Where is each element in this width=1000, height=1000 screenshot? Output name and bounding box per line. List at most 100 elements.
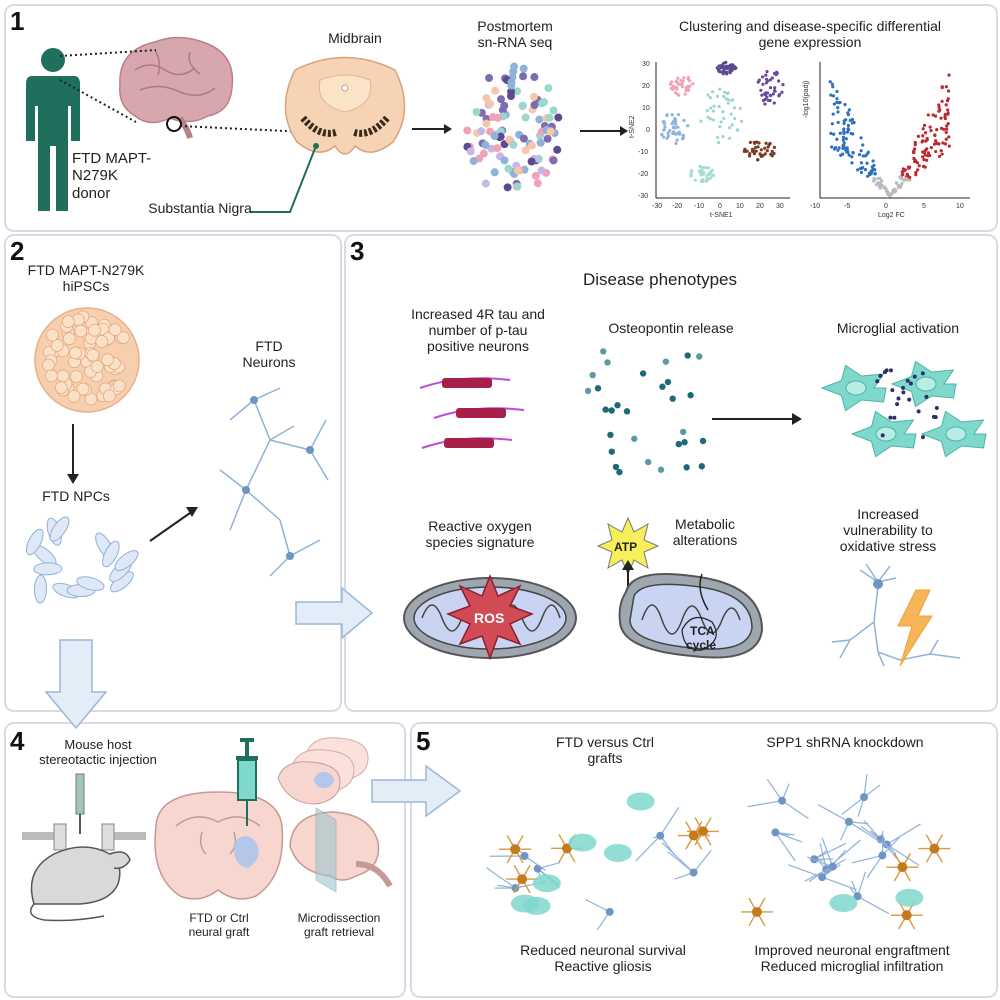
nucleus-dot [479, 149, 488, 158]
neurite [279, 519, 291, 557]
neurite [269, 439, 311, 451]
osteopontin-dot [664, 378, 672, 386]
ipsc-cell [76, 382, 90, 396]
volcano-dot [831, 85, 835, 89]
tsne-dot [712, 104, 716, 108]
volcano-dot [845, 148, 849, 152]
volcano-dot [887, 193, 892, 197]
volcano-dot [923, 131, 928, 135]
nucleus-dot [485, 73, 494, 82]
volcano-dot [837, 146, 841, 150]
nucleus-dot [519, 72, 528, 81]
npc-cell [49, 516, 70, 542]
nucleus-dot [536, 138, 545, 147]
microglia-cell [568, 833, 597, 852]
neurite [886, 843, 920, 866]
tsne-plot: -30 -20 -10 0 10 20 30 30 20 10 0 -10 -2… [629, 60, 790, 219]
nucleus-dot [535, 115, 544, 124]
tsne-dot [676, 92, 680, 96]
tsne-dot [673, 116, 677, 121]
tsne-dot [675, 138, 679, 142]
engulfed-particle [884, 368, 889, 373]
tsne-dot [709, 106, 713, 110]
tsne-dot [670, 113, 674, 117]
volcano-dot [937, 103, 941, 107]
tsne-dot [706, 93, 710, 97]
volcano-dot [859, 149, 863, 153]
tsne-dot [780, 90, 784, 94]
neuron-soma [286, 552, 294, 560]
volcano-dot [941, 141, 945, 145]
osteopontin-dot [662, 358, 670, 365]
astrocyte-soma [698, 826, 709, 837]
ipsc-cell [62, 332, 76, 345]
volcano-xtick: 5 [922, 203, 926, 210]
nucleus-dot [545, 113, 554, 122]
volcano-dot [842, 141, 846, 145]
volcano-dot [916, 134, 920, 138]
tsne-dot [689, 170, 693, 174]
volcano-dot [944, 137, 948, 141]
volcano-dot [905, 172, 909, 176]
engulfed-particle [896, 396, 901, 401]
tsne-dot [781, 83, 785, 87]
volcano-dot [870, 165, 874, 169]
volcano-dot [928, 153, 932, 158]
volcano-dot [914, 173, 918, 177]
volcano-dot [939, 126, 944, 130]
nucleus-dot [477, 127, 486, 136]
volcano-dot [934, 149, 938, 154]
arrow-snrna-to-clustering [580, 126, 628, 136]
tsne-dot [668, 82, 673, 86]
tsne-dot [693, 178, 697, 182]
ipsc-cell [86, 348, 100, 362]
tsne-dot [763, 146, 767, 150]
volcano-dot [907, 165, 912, 169]
nucleus-dot [496, 132, 505, 141]
volcano-dot [858, 166, 863, 171]
tsne-dot [691, 82, 695, 86]
neurite [486, 867, 516, 889]
neurite [245, 489, 281, 521]
neuron-soma [771, 828, 780, 837]
volcano-xtick: 0 [884, 203, 888, 210]
neuron-soma [689, 868, 698, 877]
nucleus-dot [486, 99, 495, 108]
astrocyte-soma [517, 874, 528, 885]
osteopontin-dot [612, 463, 620, 471]
tsne-dot [671, 120, 675, 124]
nucleus-dot [549, 106, 558, 115]
tsne-dot [671, 125, 675, 130]
volcano-plot: -10 -5 0 5 10 Log2 FC -log10(padj) [803, 62, 970, 219]
volcano-dot [911, 150, 916, 155]
tsne-dot [763, 97, 767, 101]
osteopontin-dot [669, 395, 676, 402]
neuron-soma [853, 892, 862, 901]
neurite [781, 800, 809, 820]
tsne-dot [730, 98, 734, 102]
tsne-xtick: -30 [652, 203, 662, 210]
tca-text-2: cycle [686, 638, 716, 652]
volcano-dot [861, 143, 865, 147]
volcano-dot [861, 154, 865, 158]
tsne-xtick: 10 [736, 203, 744, 210]
ipsc-cell [54, 381, 68, 394]
ipsc-cell [42, 358, 55, 372]
npc-cell [102, 540, 120, 568]
volcano-dot [912, 156, 916, 161]
volcano-dot [878, 176, 882, 180]
nucleus-dot [500, 156, 509, 165]
tsne-dot [718, 125, 722, 129]
ipsc-cell [112, 379, 126, 393]
osteopontin-dot [602, 406, 609, 413]
mitochondrion-tca-icon: TCA cycle [618, 573, 764, 659]
volcano-dot [939, 116, 943, 120]
stressed-neuron-icon [831, 563, 961, 667]
volcano-dot [863, 168, 868, 172]
npc-cell [114, 550, 139, 572]
tsne-dot [764, 141, 768, 145]
neuron-soma [828, 862, 837, 871]
